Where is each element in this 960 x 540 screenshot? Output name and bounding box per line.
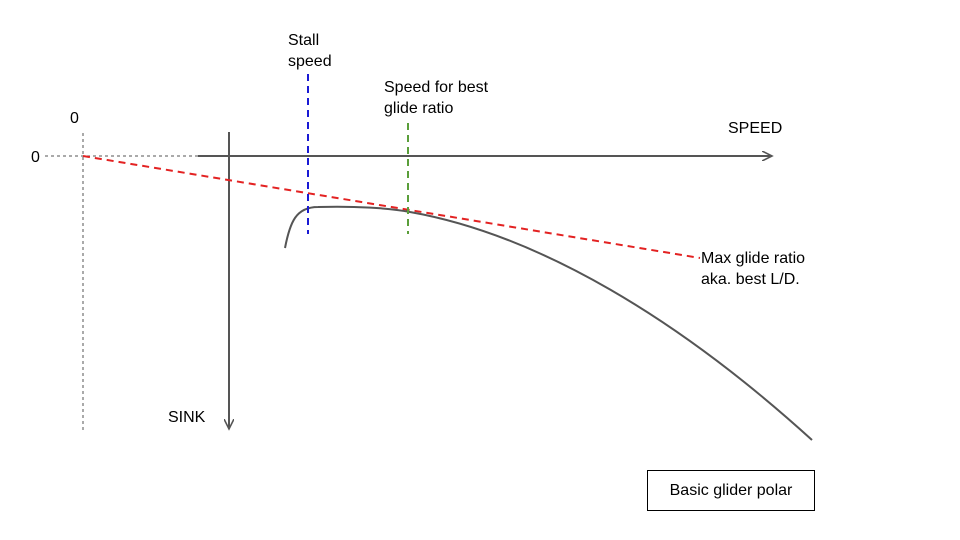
speed-axis-label: SPEED (728, 120, 782, 137)
best-glide-label-line2: glide ratio (384, 100, 453, 117)
glider-polar-curve (284, 205, 813, 441)
max-glide-tangent-line (82, 155, 701, 259)
tangent-label-line2: aka. best L/D. (701, 271, 800, 288)
diagram-caption: Basic glider polar (669, 481, 793, 499)
tangent-label-line1: Max glide ratio (701, 250, 805, 267)
stall-label-line1: Stall (288, 32, 319, 49)
best-glide-label-line1: Speed for best (384, 79, 489, 96)
diagram-caption-box: Basic glider polar (647, 470, 815, 511)
sink-axis-label: SINK (168, 409, 206, 426)
origin-label-speed: 0 (70, 110, 79, 127)
stall-label-line2: speed (288, 53, 332, 70)
origin-label-sink: 0 (31, 149, 40, 166)
